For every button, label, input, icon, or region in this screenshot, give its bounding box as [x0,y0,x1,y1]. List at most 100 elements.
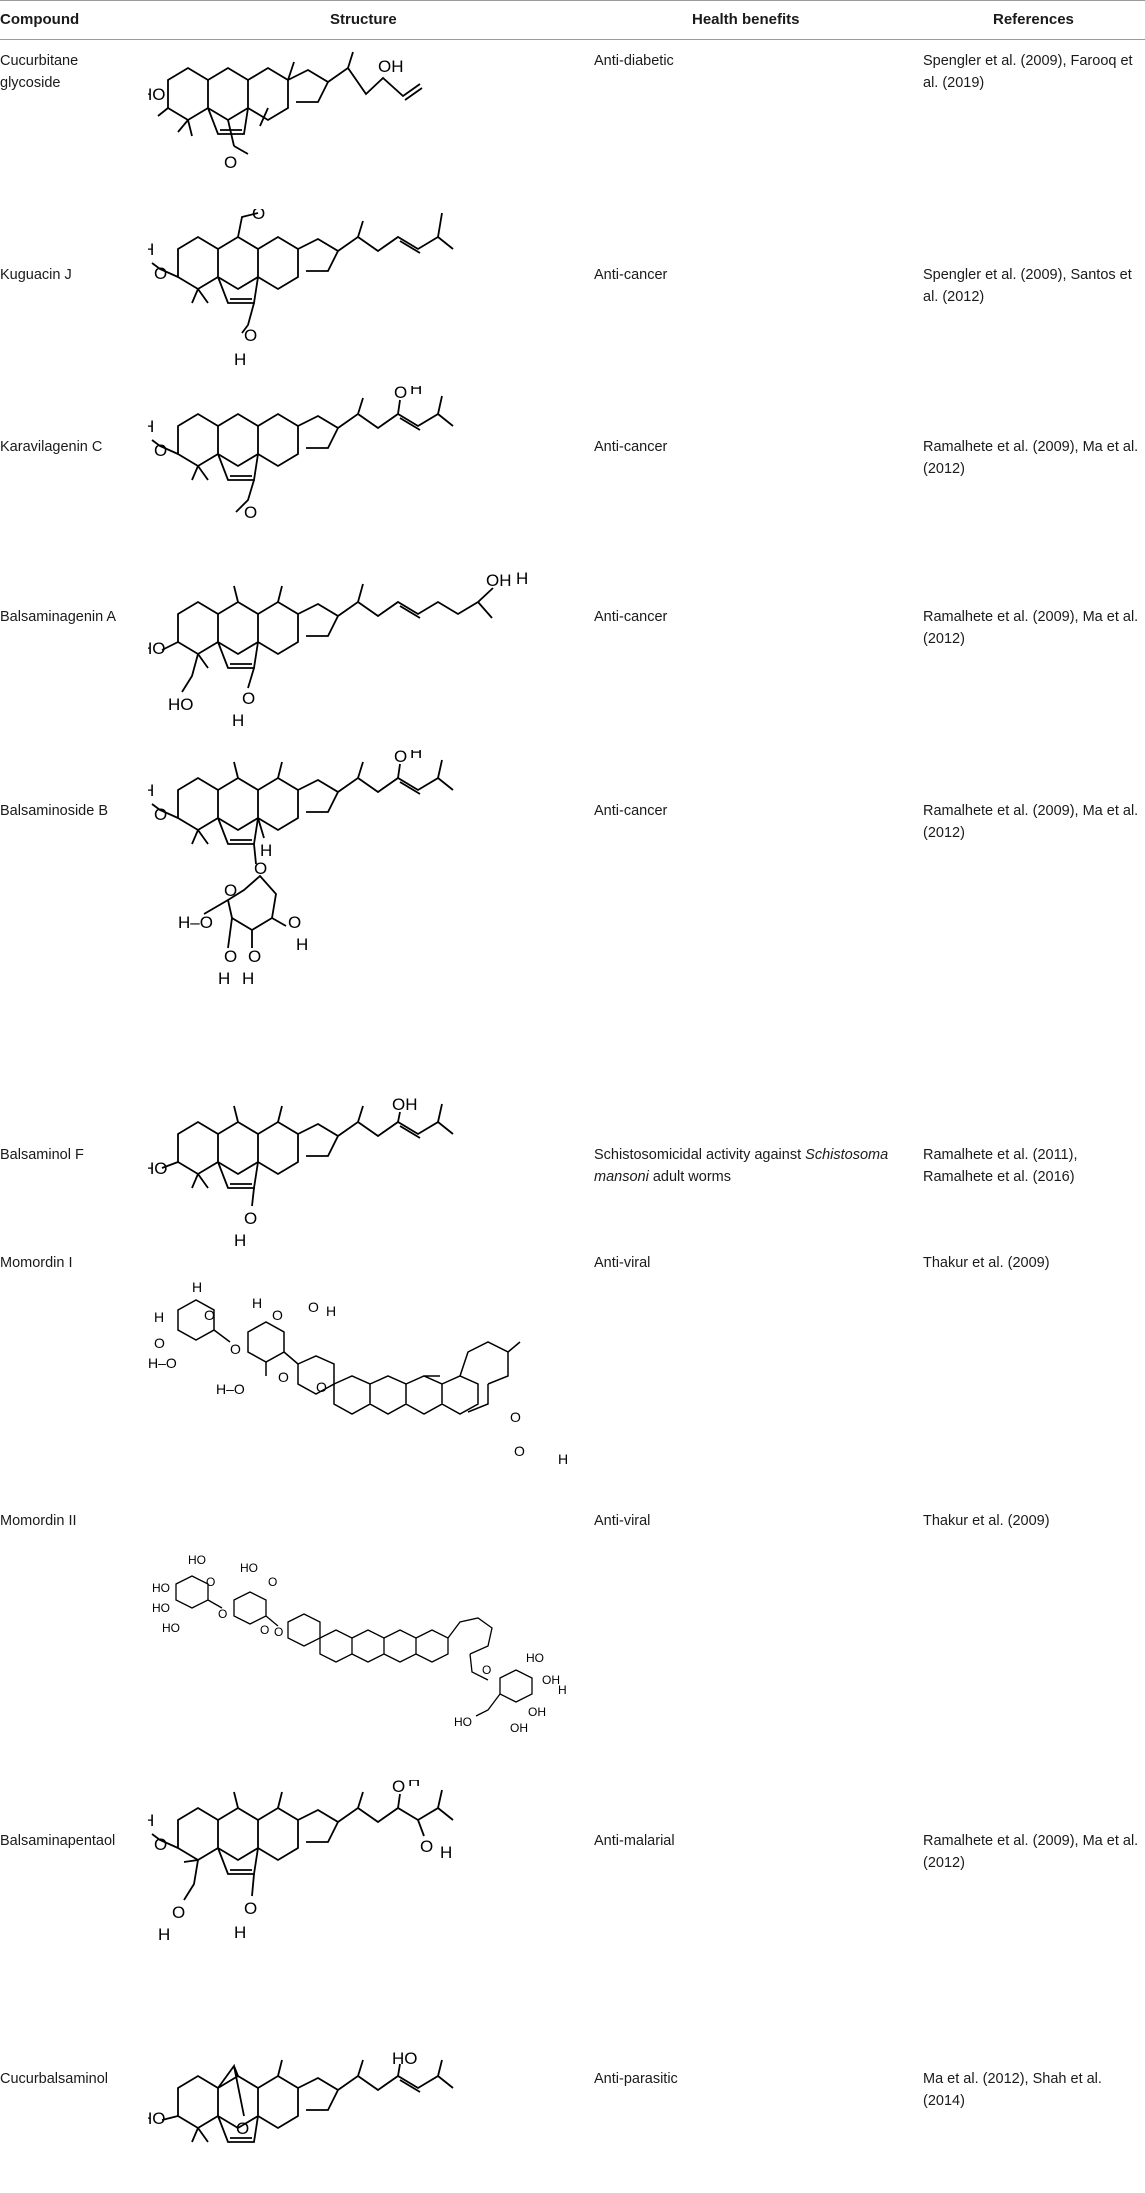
compound-name: Balsaminapentaol [0,1833,116,1849]
structure-label: O [274,1625,283,1639]
references: Ramalhete et al. (2011), Ramalhete et al… [923,1147,1078,1185]
health-benefit: Anti-cancer [594,439,668,455]
structure-label: H [148,240,154,259]
structure-label: O [392,1780,405,1796]
health-benefit: Anti-cancer [594,609,668,625]
references: Ramalhete et al. (2009), Ma et al. (2012… [923,439,1139,477]
structure-label: H [234,1923,246,1942]
structure-label: H–O [148,1355,177,1371]
references: Spengler et al. (2009), Santos et al. (2… [923,267,1132,305]
structure-label: O [224,947,237,966]
structure-cucurbitane-glycoside: HO OH O [140,50,588,215]
structure-label: O [420,1837,433,1856]
structure-label: O [224,881,237,900]
references: Ma et al. (2012), Shah et al. (2014) [923,2071,1102,2109]
structure-label: OH [378,57,404,76]
structure-label: OH [392,1095,418,1114]
structure-momordin-i: H H O O H–O O H O O H H–O O O O O H [148,1252,588,1497]
structure-label: HO [152,1581,170,1595]
structure-label: HO [454,1715,472,1729]
structure-label: O [154,1835,167,1854]
benefit-species: Schistosoma mansoni [594,1147,889,1185]
structure-balsaminapentaol: H O O H O H O H O H [142,1771,588,2005]
structure-label: H [408,1780,420,1790]
health-benefit: Anti-cancer [594,267,668,283]
health-benefit: Anti-diabetic [594,53,674,69]
structure-label: O [260,1623,269,1637]
structure-label: H [192,1279,202,1295]
structure-label: H [148,417,154,436]
structure-label: H [234,1231,246,1250]
header-structure: Structure [330,11,397,28]
structure-label: O [244,503,257,522]
structure-label: O [278,1369,289,1385]
structure-label: O [394,750,407,766]
structure-label: H [242,969,254,988]
structure-label: O [172,1903,185,1922]
references: Spengler et al. (2009), Farooq et al. (2… [923,53,1133,91]
structure-label: H [148,1811,154,1830]
references: Thakur et al. (2009) [923,1513,1050,1529]
structure-label: H [234,350,246,369]
structure-label: OH [528,1705,546,1719]
structure-label: H [252,1295,262,1311]
structure-label: O [154,805,167,824]
structure-label: H [558,1683,567,1697]
structure-karavilagenin-c: H O O H O [142,379,588,561]
benefit-text-tail: adult worms [648,1169,732,1185]
structure-label: H [410,750,422,762]
structure-label: O [236,2119,249,2138]
structure-kuguacin-j: H O O O H [142,204,588,384]
structure-label: HO [148,1159,168,1178]
structure-label: O [482,1663,491,1677]
structure-label: OH [486,571,512,590]
health-benefit: Anti-viral [594,1513,651,1529]
structure-label: HO [392,2049,418,2068]
compound-name: Balsaminagenin A [0,609,117,625]
health-benefit: Schistosomicidal activity against Schist… [594,1144,914,1188]
structure-label: O [268,1575,277,1589]
header-references: References [993,11,1074,28]
compound-name: Balsaminoside B [0,803,108,819]
compound-name: Cucurbitane glycoside [0,53,79,91]
structure-label: O [510,1409,521,1425]
structure-label: H [558,1451,568,1467]
structure-balsaminol-f: HO OH O H [142,1094,588,1279]
structure-label: H [158,1925,170,1944]
structure-label: HO [188,1553,206,1567]
structure-label: O [206,1575,215,1589]
references: Ramalhete et al. (2009), Ma et al. (2012… [923,609,1139,647]
structure-label: HO [240,1561,258,1575]
compound-name: Momordin II [0,1513,77,1529]
references: Ramalhete et al. (2009), Ma et al. (2012… [923,803,1139,841]
structure-label: H [232,711,244,730]
structure-label: H [440,1843,452,1862]
structure-label: HO [148,639,166,658]
structure-label: H [148,781,154,800]
structure-label: H–O [216,1381,245,1397]
structure-label: H [410,386,422,398]
structure-label: O [252,209,265,223]
structure-label: OH [510,1721,528,1735]
structure-label: H [296,935,308,954]
structure-label: HO [526,1651,544,1665]
structure-label: O [254,859,267,878]
health-benefit: Anti-malarial [594,1833,675,1849]
compound-name: Cucurbalsaminol [0,2071,108,2087]
structure-label: H–O [178,913,213,932]
structure-label: HO [168,695,194,714]
structure-label: O [154,441,167,460]
structure-label: O [248,947,261,966]
structure-label: O [316,1379,327,1395]
structure-label: O [154,264,167,283]
structure-label: O [308,1299,319,1315]
structure-label: H [326,1303,336,1319]
compound-name: Balsaminol F [0,1147,84,1163]
structure-label: H [516,570,528,588]
structure-label: O [244,1899,257,1918]
structure-label: H [260,841,272,860]
structure-label: O [230,1341,241,1357]
health-benefit: Anti-parasitic [594,2071,678,2087]
health-benefit: Anti-viral [594,1255,651,1271]
table-header: Compound Structure Health benefits Refer… [0,0,1145,40]
